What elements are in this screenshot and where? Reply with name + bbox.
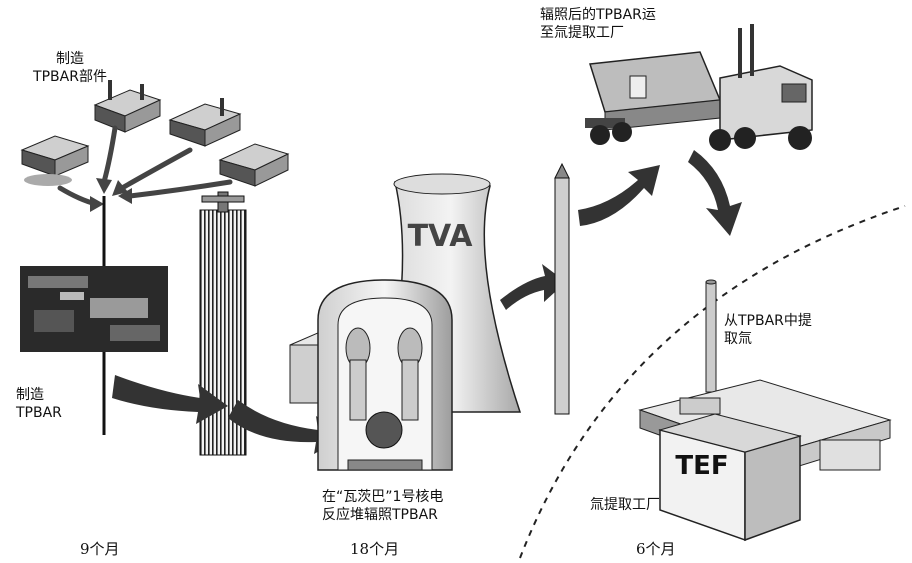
parts-arrows — [57, 125, 233, 207]
transport-line-1: 辐照后的TPBAR运 — [540, 7, 656, 23]
irradiated-rod — [554, 162, 570, 415]
transport-truck — [585, 24, 813, 151]
parts-factory-2 — [168, 98, 242, 147]
reactor-building — [289, 279, 453, 471]
parts-factory-4 — [218, 143, 290, 187]
extract-line-1: 从TPBAR中提 — [724, 313, 812, 329]
irradiate-line-2: 反应堆辐照TPBAR — [322, 507, 438, 523]
duration-2: 18个月 — [350, 540, 400, 558]
tower-logo: TVA — [408, 219, 474, 254]
make-parts-line-1: 制造 — [56, 51, 84, 67]
extraction-facility — [638, 279, 892, 542]
parts-arrow-heads — [90, 178, 132, 212]
process-arrows — [112, 150, 742, 454]
make-tpbar-line-1: 制造 — [16, 387, 44, 403]
plant-label: 氚提取工厂 — [590, 497, 660, 513]
irradiate-label: 在“瓦茨巴”1号核电 反应堆辐照TPBAR — [322, 488, 443, 524]
site-boundary — [519, 205, 906, 559]
transport-label: 辐照后的TPBAR运 至氚提取工厂 — [540, 6, 656, 42]
plant-logo: TEF — [675, 451, 728, 481]
parts-factory-3 — [20, 135, 90, 186]
duration-1: 9个月 — [80, 540, 120, 558]
parts-factory-1 — [93, 80, 162, 133]
irradiate-line-1: 在“瓦茨巴”1号核电 — [322, 489, 444, 505]
duration-3: 6个月 — [636, 540, 676, 558]
extract-line-2: 取氚 — [724, 331, 752, 347]
transport-line-2: 至氚提取工厂 — [540, 25, 624, 41]
make-tpbar-label: 制造 TPBAR — [16, 386, 62, 422]
extract-label: 从TPBAR中提 取氚 — [724, 312, 812, 348]
make-tpbar-line-2: TPBAR — [16, 405, 62, 421]
make-parts-label: 制造 TPBAR部件 — [18, 50, 122, 86]
aerial-plant-photo — [20, 266, 168, 352]
make-parts-line-2: TPBAR部件 — [33, 69, 107, 85]
